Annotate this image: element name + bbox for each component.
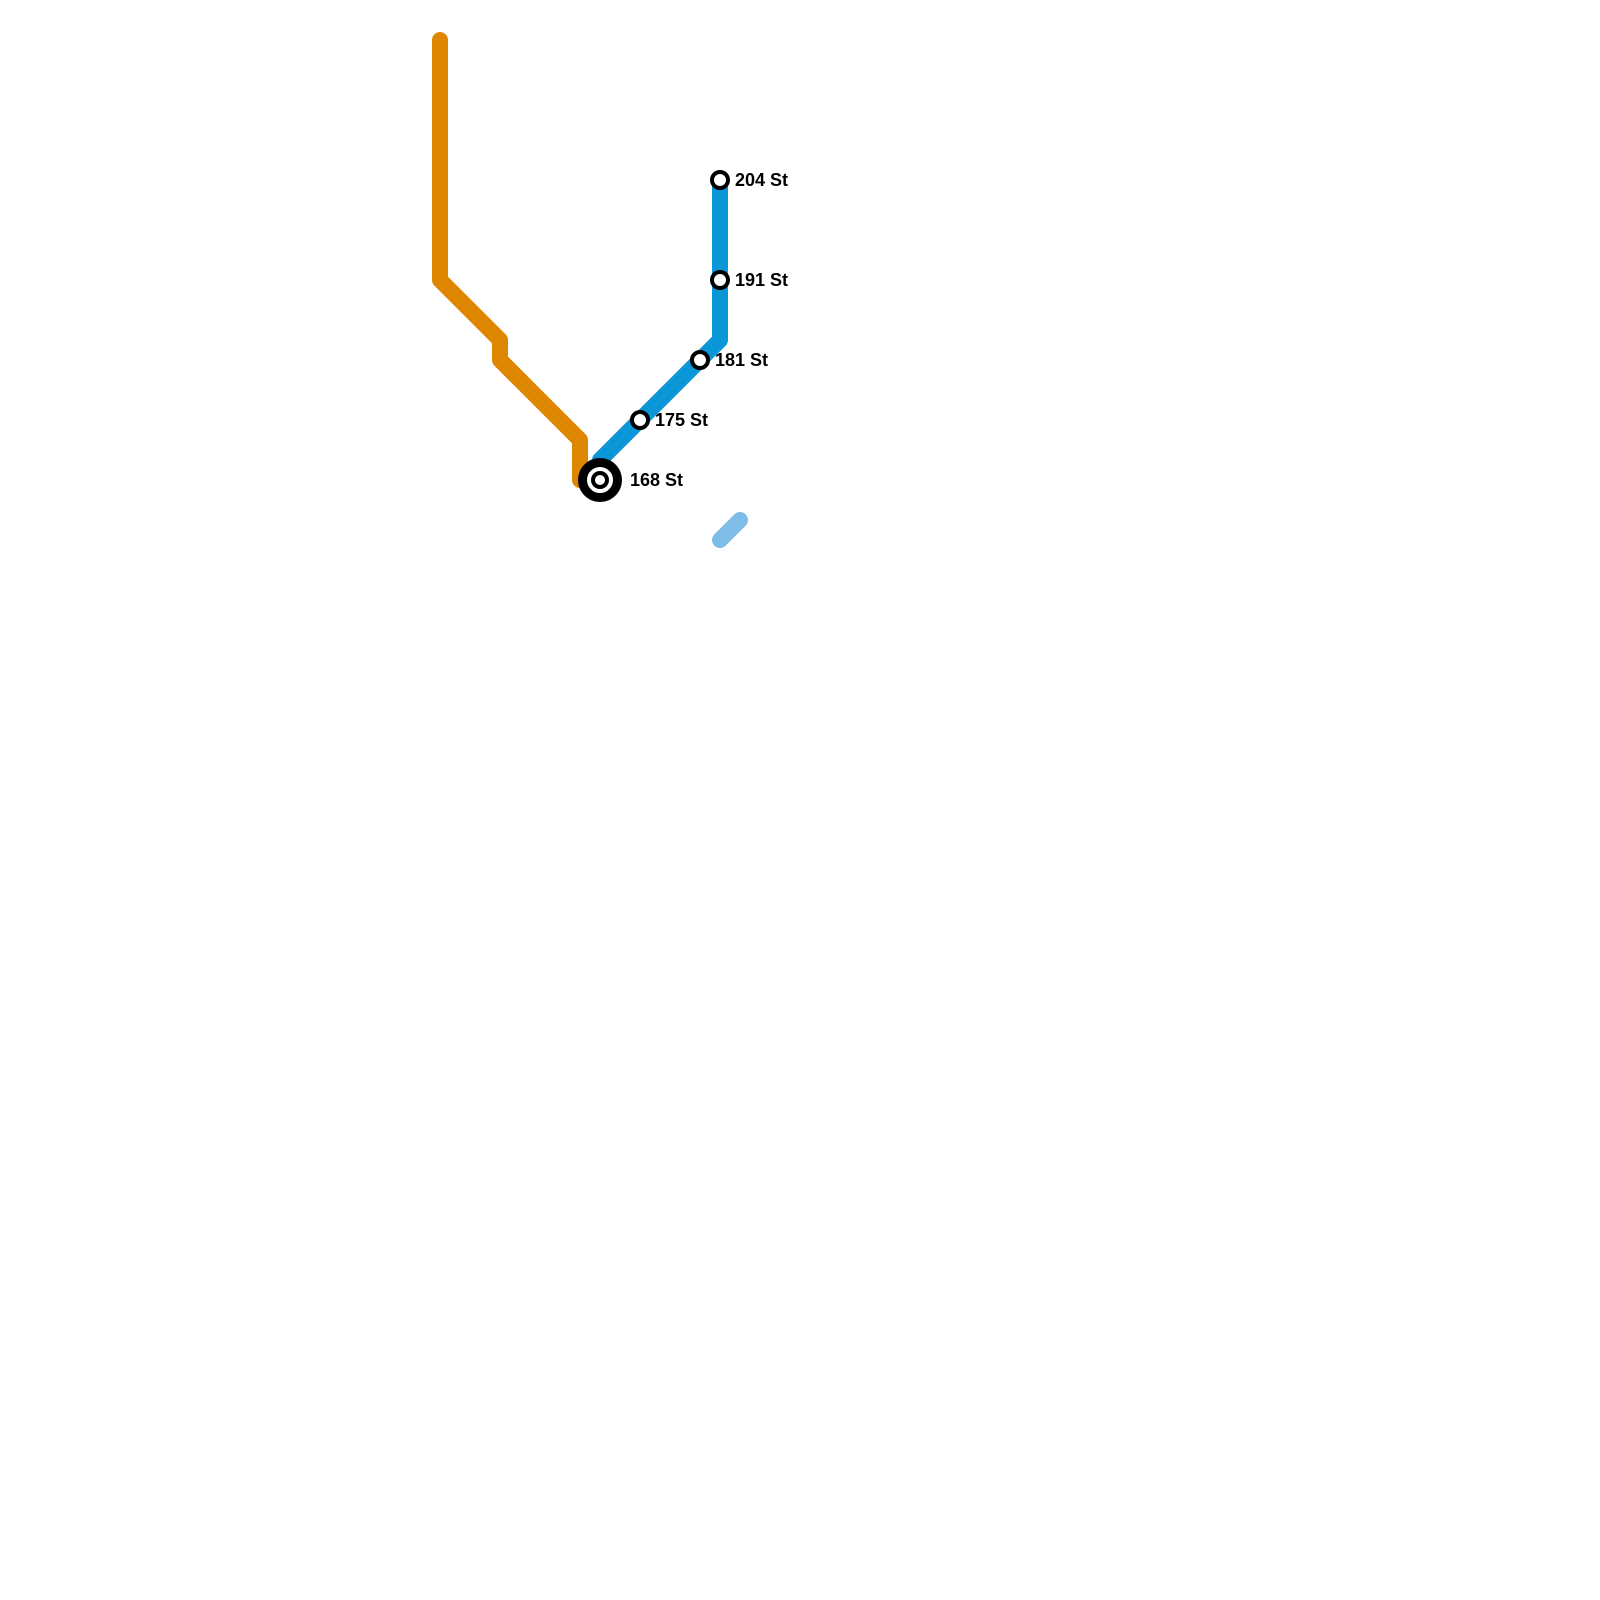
station-label: 204 St xyxy=(735,170,788,190)
light-blue-line-route xyxy=(712,512,748,548)
station-marker-icon xyxy=(710,270,730,290)
interchange-inner-icon xyxy=(591,471,609,489)
station-label: 168 St xyxy=(630,470,683,490)
station-label: 175 St xyxy=(655,410,708,430)
orange-line-route xyxy=(432,32,588,488)
station-marker-icon xyxy=(710,170,730,190)
station-marker-icon xyxy=(690,350,710,370)
blue-line-route xyxy=(592,172,728,468)
station-191-st[interactable]: 191 St xyxy=(710,270,788,290)
station-168-st[interactable]: 168 St xyxy=(578,458,683,502)
station-marker-icon xyxy=(630,410,650,430)
station-181-st[interactable]: 181 St xyxy=(690,350,768,370)
station-175-st[interactable]: 175 St xyxy=(630,410,708,430)
station-204-st[interactable]: 204 St xyxy=(710,170,788,190)
station-label: 181 St xyxy=(715,350,768,370)
station-label: 191 St xyxy=(735,270,788,290)
